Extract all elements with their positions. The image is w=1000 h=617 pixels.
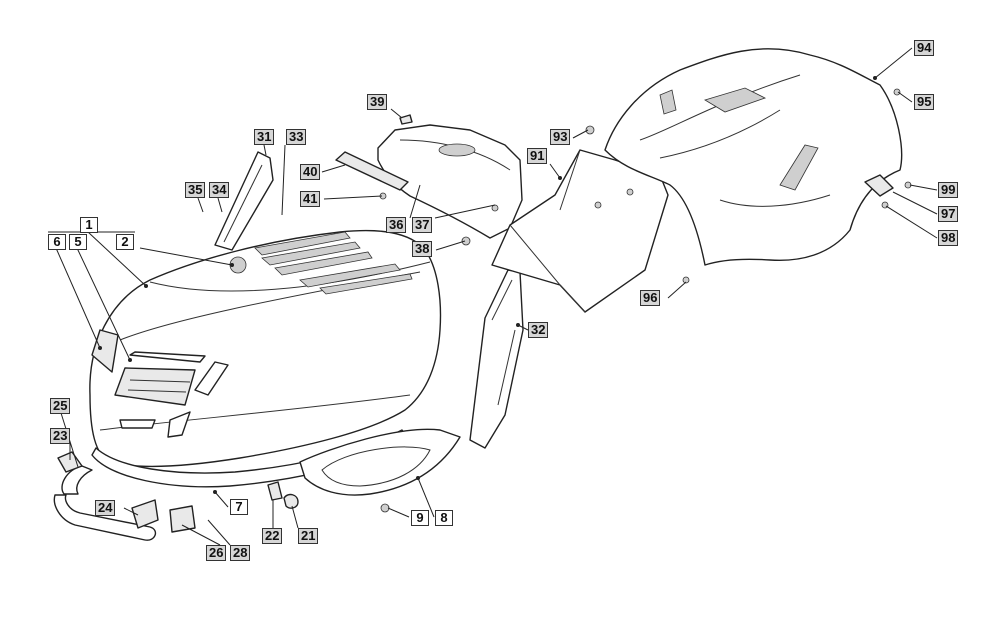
dashboard-panel [335, 114, 523, 246]
callout-22: 22 [262, 528, 283, 544]
callout-28: 28 [230, 545, 251, 561]
belly-pan [299, 428, 461, 496]
callout-94: 94 [914, 40, 935, 56]
callout-98: 98 [938, 230, 959, 246]
callout-5: 5 [69, 234, 87, 250]
leader-dots [98, 76, 877, 494]
callout-95: 95 [914, 94, 935, 110]
floor-panel [491, 125, 669, 313]
callout-40: 40 [300, 164, 321, 180]
callout-31: 31 [254, 129, 275, 145]
callout-41: 41 [300, 191, 321, 207]
callout-2: 2 [116, 234, 134, 250]
hood-vents [254, 231, 413, 295]
callout-99: 99 [938, 182, 959, 198]
callout-33: 33 [286, 129, 307, 145]
headlight-lens [114, 367, 196, 406]
callout-96: 96 [640, 290, 661, 306]
callout-26: 26 [206, 545, 227, 561]
dash-strip [335, 151, 409, 191]
callout-91: 91 [527, 148, 548, 164]
callout-23: 23 [50, 428, 71, 444]
callout-9: 9 [411, 510, 429, 526]
callout-7: 7 [230, 499, 248, 515]
callout-21: 21 [298, 528, 319, 544]
callout-34: 34 [209, 182, 230, 198]
callout-24: 24 [95, 500, 116, 516]
callout-32: 32 [528, 322, 549, 338]
callout-8: 8 [435, 510, 453, 526]
lower-hardware [267, 481, 390, 513]
callout-35: 35 [185, 182, 206, 198]
right-side-trim [469, 269, 524, 449]
callout-38: 38 [412, 241, 433, 257]
callout-97: 97 [938, 206, 959, 222]
callout-39: 39 [367, 94, 388, 110]
front-bumper [53, 451, 196, 541]
rear-fender [604, 48, 912, 284]
callout-6: 6 [48, 234, 66, 250]
callout-25: 25 [50, 398, 71, 414]
callout-93: 93 [550, 129, 571, 145]
hood-assembly [89, 229, 442, 488]
left-side-trim [214, 151, 274, 251]
callout-37: 37 [412, 217, 433, 233]
callout-36: 36 [386, 217, 407, 233]
callout-1: 1 [80, 217, 98, 233]
